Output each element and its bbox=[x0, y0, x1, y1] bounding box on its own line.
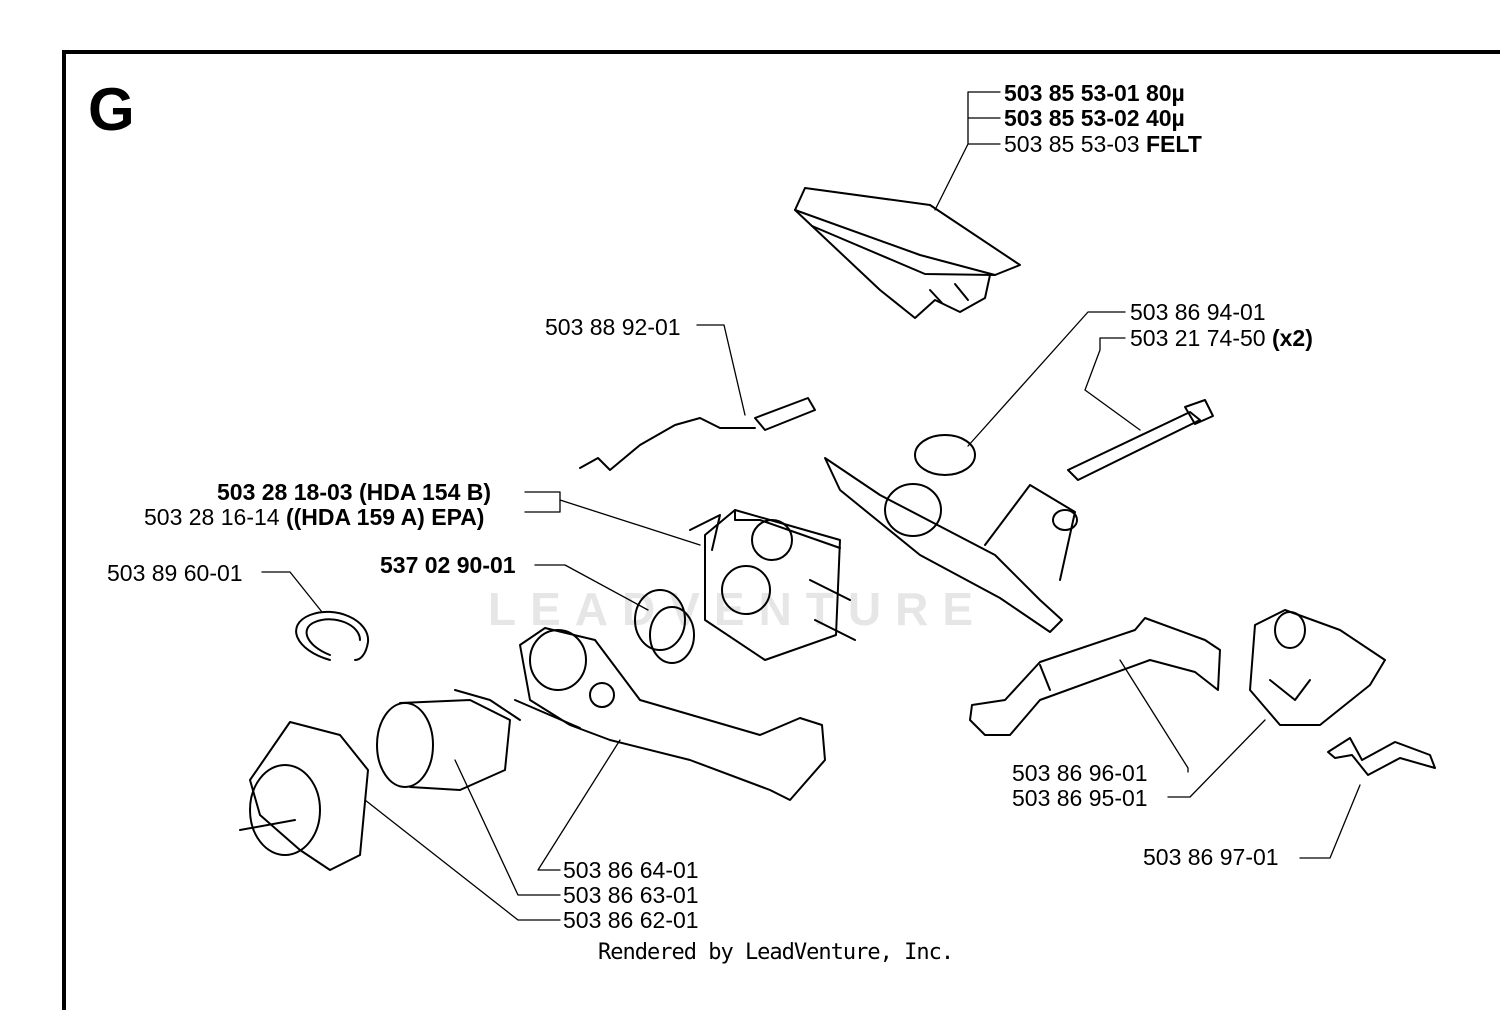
label-holder: 503 86 94-01 bbox=[1130, 299, 1266, 325]
label-lever: 503 86 96-01 bbox=[1012, 760, 1148, 786]
label-link-rod: 503 88 92-01 bbox=[545, 314, 681, 340]
circlip bbox=[295, 610, 370, 661]
label-carb-a: 503 28 16-14 ((HDA 159 A) EPA) bbox=[144, 504, 485, 530]
label-spring: 503 86 97-01 bbox=[1143, 844, 1279, 870]
adapter bbox=[239, 721, 369, 871]
label-cover: 503 86 95-01 bbox=[1012, 785, 1148, 811]
exploded-parts-drawing bbox=[239, 91, 1436, 921]
label-intake: 503 86 63-01 bbox=[563, 882, 699, 908]
label-carb-b: 503 28 18-03 (HDA 154 B) bbox=[217, 479, 492, 505]
label-filter-felt: 503 85 53-03 FELT bbox=[1004, 131, 1202, 157]
label-filter-80: 503 85 53-01 80µ bbox=[1004, 80, 1185, 106]
intake-flange bbox=[514, 627, 826, 801]
label-flange: 503 86 64-01 bbox=[563, 857, 699, 883]
carb-holder bbox=[824, 434, 1078, 633]
spring-clip bbox=[1327, 737, 1436, 776]
section-letter: G bbox=[88, 76, 135, 143]
label-bolt: 503 21 74-50 (x2) bbox=[1130, 325, 1313, 351]
carburetor bbox=[689, 509, 856, 661]
control-lever bbox=[969, 617, 1221, 736]
label-circlip: 503 89 60-01 bbox=[107, 560, 243, 586]
bolt bbox=[1067, 399, 1214, 481]
intake-boot bbox=[376, 689, 521, 791]
label-seal: 537 02 90-01 bbox=[380, 552, 516, 578]
side-cover bbox=[1249, 609, 1386, 726]
intake-seal bbox=[634, 589, 695, 664]
diagram-frame bbox=[62, 50, 1500, 1010]
leader-lines bbox=[261, 91, 1361, 921]
label-filter-40: 503 85 53-02 40µ bbox=[1004, 105, 1185, 131]
label-adapter: 503 86 62-01 bbox=[563, 907, 699, 933]
footer-credit: Rendered by LeadVenture, Inc. bbox=[598, 940, 954, 965]
link-rod bbox=[579, 397, 816, 471]
air-filter bbox=[794, 187, 1021, 319]
